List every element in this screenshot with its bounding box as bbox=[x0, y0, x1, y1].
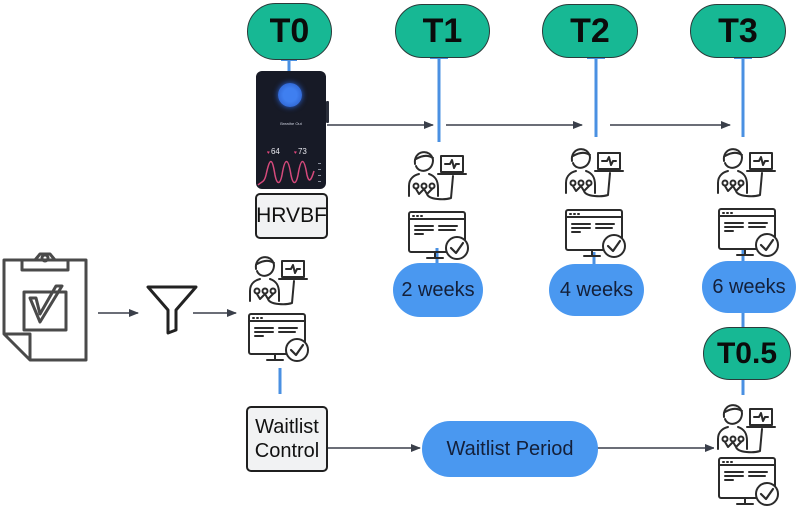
timepoint-t0-5: T0.5 bbox=[703, 327, 791, 380]
clinician-ecg-icon-followup bbox=[714, 395, 780, 455]
survey-checklist-icon-t3 bbox=[718, 208, 779, 257]
heart-rate-left: ♥64 bbox=[267, 147, 280, 156]
interval-2-weeks: 2 weeks bbox=[393, 263, 483, 317]
survey-checklist-icon-t2 bbox=[565, 209, 626, 258]
intervention-group-hrvbf: HRVBF bbox=[255, 193, 328, 239]
interval-4-weeks: 4 weeks bbox=[549, 264, 644, 316]
clipboard-check-icon bbox=[2, 252, 88, 362]
watch-side-button bbox=[326, 101, 329, 123]
interval-waitlist-period: Waitlist Period bbox=[422, 421, 598, 477]
heart-icon: ♥ bbox=[294, 150, 297, 156]
heart-rate-right: ♥73 bbox=[294, 147, 307, 156]
clinician-ecg-icon-baseline bbox=[246, 247, 312, 307]
heart-rate-right-value: 73 bbox=[297, 147, 307, 156]
clinician-ecg-icon-t1 bbox=[405, 142, 471, 202]
filter-funnel-icon bbox=[146, 285, 198, 335]
survey-checklist-icon-t1 bbox=[408, 211, 469, 260]
control-label-line2: Control bbox=[254, 440, 320, 462]
control-label-line1: Waitlist bbox=[255, 416, 319, 438]
clinician-ecg-icon-t3 bbox=[714, 139, 780, 199]
timepoint-t1: T1 bbox=[395, 4, 490, 58]
survey-checklist-icon-followup bbox=[718, 457, 779, 506]
hrv-waveform bbox=[257, 160, 321, 186]
timepoint-t3: T3 bbox=[690, 4, 786, 58]
timepoint-t0: T0 bbox=[247, 3, 332, 60]
heart-icon: ♥ bbox=[267, 150, 270, 156]
breathing-orb-icon bbox=[278, 83, 302, 107]
watch-breathe-label: Breathe Out bbox=[280, 121, 302, 126]
heart-rate-left-value: 64 bbox=[270, 147, 280, 156]
timepoint-t2: T2 bbox=[542, 4, 638, 58]
survey-checklist-icon-baseline bbox=[248, 313, 309, 362]
hrv-watch-device: Breathe Out ♥64 ♥73 bbox=[256, 71, 329, 189]
interval-6-weeks: 6 weeks bbox=[702, 261, 796, 313]
clinician-ecg-icon-t2 bbox=[562, 139, 628, 199]
